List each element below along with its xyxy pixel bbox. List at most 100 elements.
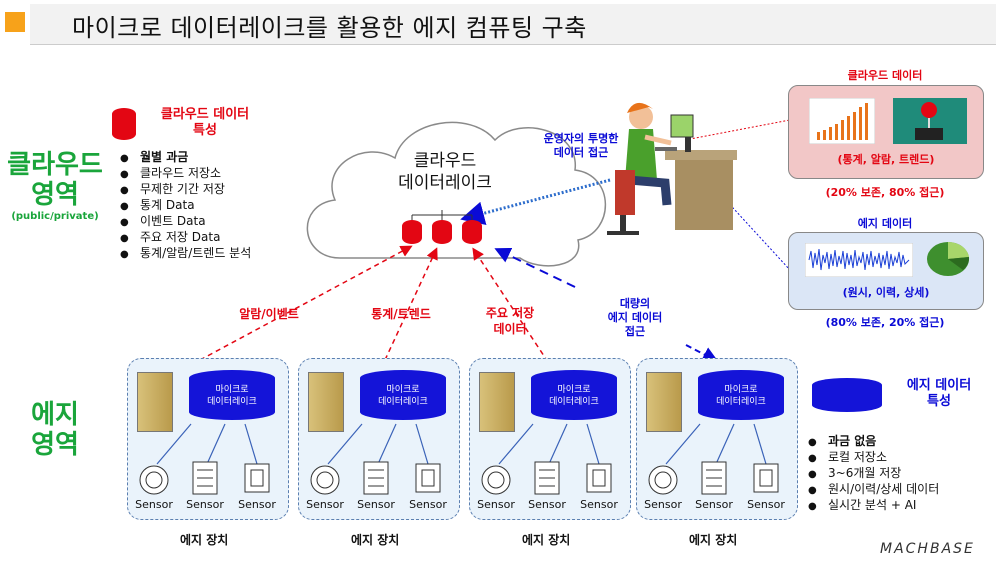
edge-device-1: 마이크로 데이터레이크 Sensor Sensor Sensor xyxy=(127,358,289,520)
list-item: 클라우드 저장소 xyxy=(120,166,251,182)
edge-gateway-icon xyxy=(646,372,682,432)
edge-data-panel-note: (80% 보존, 20% 접근) xyxy=(825,316,945,329)
edge-data-cylinder-icon xyxy=(812,378,882,412)
list-item: 통계 Data xyxy=(120,198,251,214)
title-accent-square xyxy=(5,12,25,32)
list-item: 과금 없음 xyxy=(808,434,939,450)
cloud-data-cylinder-icon xyxy=(112,108,136,140)
operator-illustration xyxy=(607,102,737,235)
list-item: 통계/알람/트렌드 분석 xyxy=(120,246,251,262)
arrow-operator-access xyxy=(460,178,611,226)
alarm-thumbnail xyxy=(893,98,967,144)
title-bar xyxy=(30,4,996,44)
micro-datalake-cylinder xyxy=(531,370,617,420)
machbase-logo: MACHBASE xyxy=(880,541,975,557)
sensor-label: Sensor xyxy=(528,498,566,511)
micro-datalake-label-2: 데이터레이크 xyxy=(549,397,599,407)
micro-datalake-label: 마이크로 xyxy=(215,385,249,395)
operator-label-2: 데이터 접근 xyxy=(553,146,609,159)
edge-data-panel-title: 에지 데이터 xyxy=(857,217,913,230)
cloud-char-title: 클라우드 데이터 xyxy=(160,107,250,122)
cloud-char-list: 월별 과금 클라우드 저장소 무제한 기간 저장 통계 Data 이벤트 Dat… xyxy=(120,150,251,262)
edge-gateway-icon xyxy=(479,372,515,432)
operator-label: 운영자의 투명한 xyxy=(543,132,619,145)
sensor-label: Sensor xyxy=(409,498,447,511)
sensor-label: Sensor xyxy=(580,498,618,511)
edge-region-label: 에지 xyxy=(31,400,79,430)
edge-data-panel: (원시, 이력, 상세) xyxy=(788,232,984,310)
cloud-data-panel-caption: (통계, 알람, 트렌드) xyxy=(837,153,935,166)
cloud-region-label: 클라우드 xyxy=(7,150,103,180)
cloud-char-title-2: 특성 xyxy=(193,123,217,138)
edge-char-title: 에지 데이터 xyxy=(906,378,972,393)
sensor-label: Sensor xyxy=(186,498,224,511)
sensor-label: Sensor xyxy=(357,498,395,511)
edge-char-title-2: 특성 xyxy=(927,394,951,409)
edge-device-4: 마이크로 데이터레이크 Sensor Sensor Sensor xyxy=(636,358,798,520)
micro-datalake-label: 마이크로 xyxy=(724,385,758,395)
pie-chart-thumbnail xyxy=(927,241,970,276)
edge-char-list: 과금 없음 로컬 저장소 3~6개월 저장 원시/이력/상세 데이터 실시간 분… xyxy=(808,434,939,514)
sensor-label: Sensor xyxy=(477,498,515,511)
list-item: 무제한 기간 저장 xyxy=(120,182,251,198)
list-item: 3~6개월 저장 xyxy=(808,466,939,482)
cloud-data-panel: (통계, 알람, 트렌드) xyxy=(788,85,984,179)
connector-cloud-panel xyxy=(684,119,791,141)
cloud-data-panel-note: (20% 보존, 80% 접근) xyxy=(825,186,945,199)
cloud-db-cylinder-1 xyxy=(402,220,422,244)
cloud-region-sub: (public/private) xyxy=(11,211,99,222)
cloud-region-label-2: 영역 xyxy=(31,180,79,210)
edge-device-3: 마이크로 데이터레이크 Sensor Sensor Sensor xyxy=(469,358,631,520)
micro-datalake-label: 마이크로 xyxy=(557,385,591,395)
page-title: 마이크로 데이터레이크를 활용한 에지 컴퓨팅 구축 xyxy=(72,14,587,42)
cloud-title: 클라우드 xyxy=(413,151,477,171)
sensor-label: Sensor xyxy=(695,498,733,511)
list-item: 원시/이력/상세 데이터 xyxy=(808,482,939,498)
micro-datalake-cylinder xyxy=(698,370,784,420)
sensor-label: Sensor xyxy=(306,498,344,511)
list-item: 월별 과금 xyxy=(120,150,251,166)
edge-gateway-icon xyxy=(137,372,173,432)
cloud-db-cylinder-3 xyxy=(462,220,482,244)
edge-device-label: 에지 장치 xyxy=(180,533,229,547)
arrow-bulk-edge xyxy=(685,344,719,362)
micro-datalake-cylinder xyxy=(189,370,275,420)
arrow-main-store xyxy=(472,247,549,363)
edge-region-label-2: 영역 xyxy=(31,430,79,460)
label-main-store-2: 데이터 xyxy=(493,322,527,336)
label-stats-trend: 통계/트렌드 xyxy=(371,307,431,321)
micro-datalake-label-2: 데이터레이크 xyxy=(378,397,428,407)
list-item: 주요 저장 Data xyxy=(120,230,251,246)
sensor-label: Sensor xyxy=(238,498,276,511)
sensor-label: Sensor xyxy=(135,498,173,511)
label-bulk-access: 대량의 xyxy=(619,297,651,310)
edge-device-label: 에지 장치 xyxy=(689,533,738,547)
micro-datalake-cylinder xyxy=(360,370,446,420)
label-bulk-access-3: 접근 xyxy=(624,325,646,338)
sensor-label: Sensor xyxy=(644,498,682,511)
micro-datalake-label-2: 데이터레이크 xyxy=(716,397,766,407)
edge-gateway-icon xyxy=(308,372,344,432)
label-alarm-event: 알람/이벤트 xyxy=(239,307,299,321)
list-item: 이벤트 Data xyxy=(120,214,251,230)
title-divider xyxy=(30,44,996,45)
edge-device-label: 에지 장치 xyxy=(522,533,571,547)
edge-data-panel-caption: (원시, 이력, 상세) xyxy=(842,286,930,299)
label-main-store: 주요 저장 xyxy=(485,306,535,320)
edge-device-label: 에지 장치 xyxy=(351,533,400,547)
label-bulk-access-2: 에지 데이터 xyxy=(607,311,663,324)
cloud-subtitle: 데이터레이크 xyxy=(398,173,492,193)
micro-datalake-label: 마이크로 xyxy=(386,385,420,395)
bar-chart-thumbnail xyxy=(809,98,875,144)
cloud-data-panel-title: 클라우드 데이터 xyxy=(847,69,923,82)
edge-device-2: 마이크로 데이터레이크 Sensor Sensor Sensor xyxy=(298,358,460,520)
sensor-label: Sensor xyxy=(747,498,785,511)
arrow-alarm-event xyxy=(199,245,413,361)
cloud-shape xyxy=(306,121,607,267)
list-item: 로컬 저장소 xyxy=(808,450,939,466)
list-item: 실시간 분석 + AI xyxy=(808,498,939,514)
micro-datalake-label-2: 데이터레이크 xyxy=(207,397,257,407)
arrow-stats-trend xyxy=(384,247,438,361)
waveform-thumbnail xyxy=(805,243,913,277)
